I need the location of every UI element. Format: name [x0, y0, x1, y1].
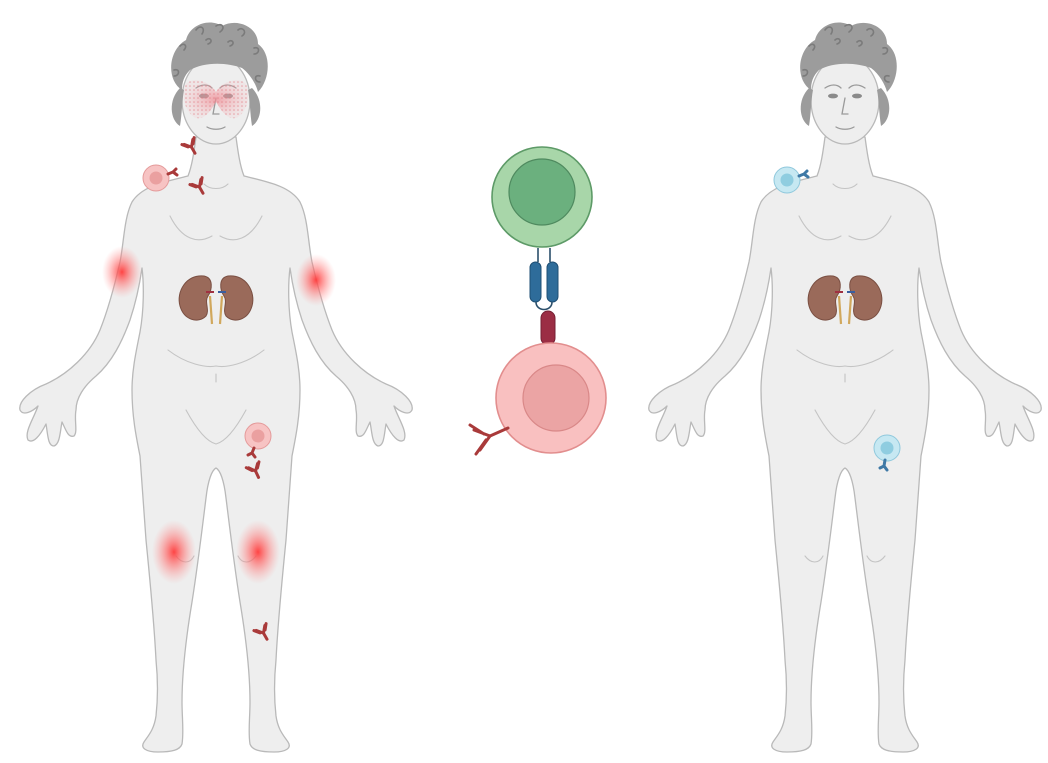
immune-synapse-icon — [470, 147, 606, 454]
inflamed-elbow-right — [296, 254, 336, 306]
healthy-figure — [649, 22, 1041, 752]
inflamed-knee-right — [236, 520, 280, 584]
inflamed-knee-left — [152, 520, 196, 584]
mhc-molecule-icon — [541, 311, 555, 345]
patient-figure — [20, 22, 412, 752]
inflamed-elbow-left — [102, 246, 142, 298]
b-cell-icon — [470, 343, 606, 454]
t-cell-receptor-icon — [530, 248, 558, 310]
human-body-icon — [649, 22, 1041, 752]
t-cell-icon — [492, 147, 592, 247]
human-body-icon — [20, 22, 412, 752]
